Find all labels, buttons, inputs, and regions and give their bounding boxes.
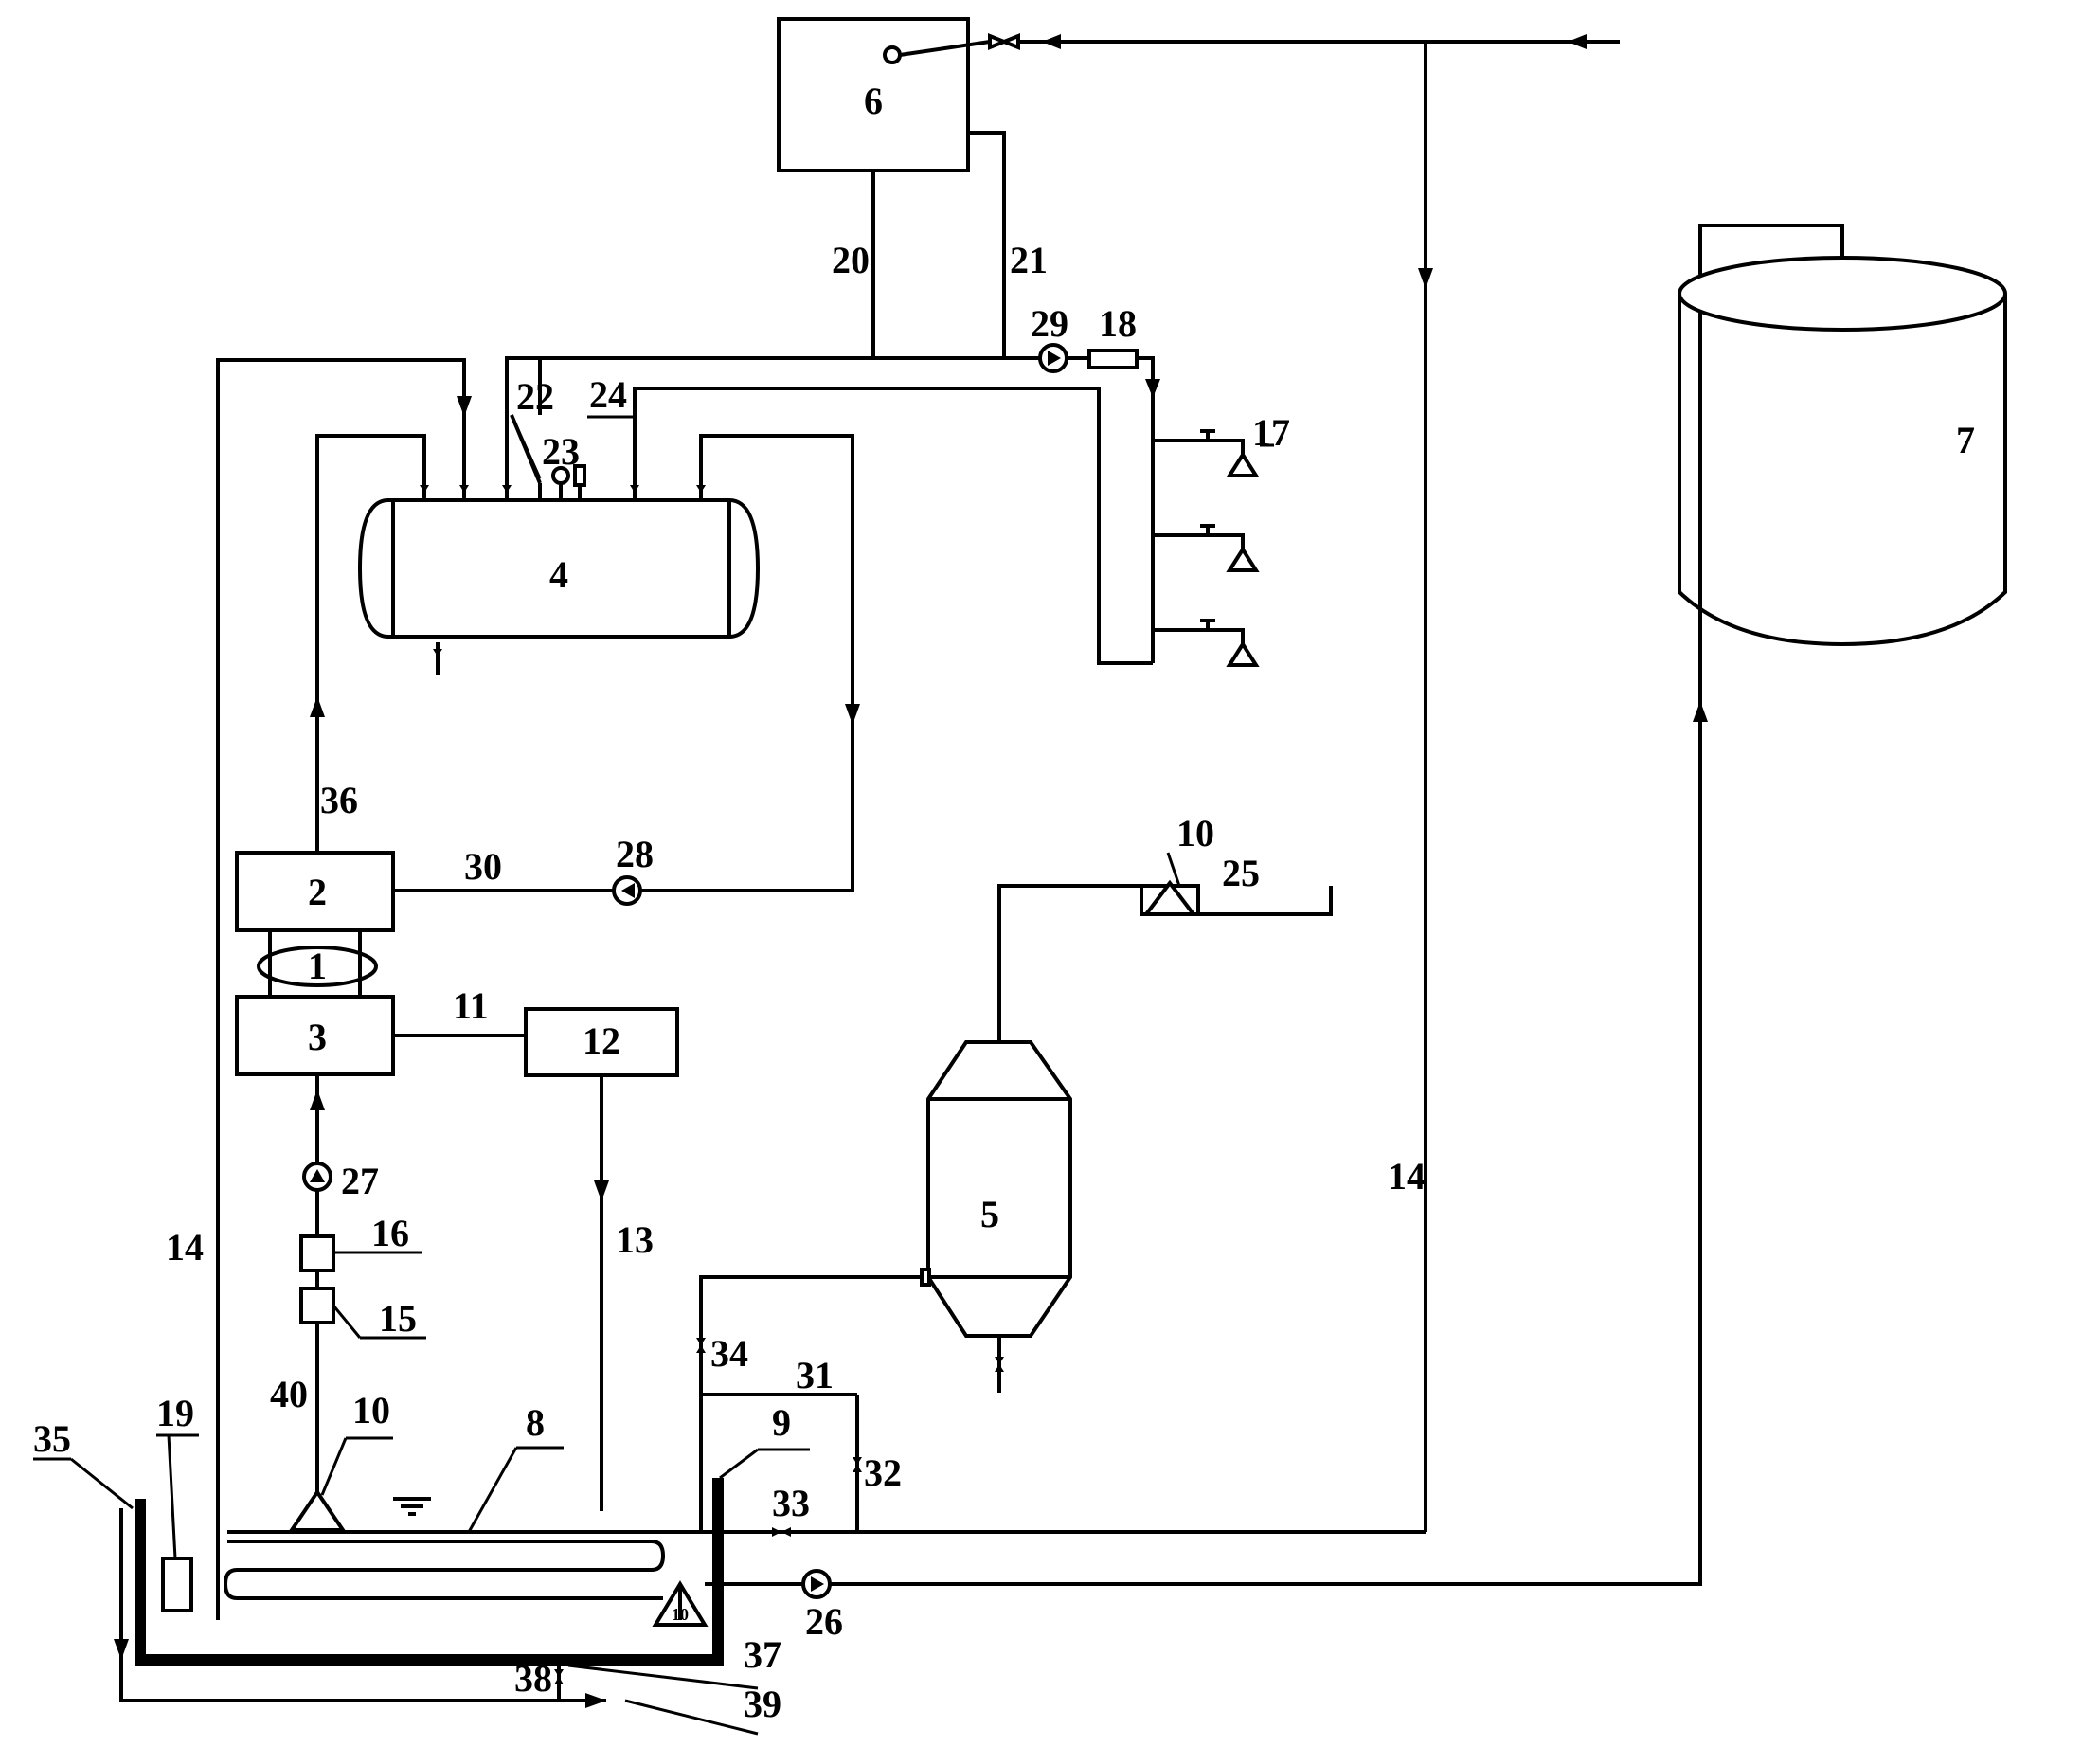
- intake-10-top-icon: [1141, 879, 1198, 916]
- label-26: 26: [805, 1600, 843, 1643]
- unit-12-box: [524, 1007, 679, 1077]
- label-32: 32: [864, 1451, 902, 1494]
- pipe-21: [968, 131, 1006, 358]
- label-14-left: 14: [166, 1226, 204, 1269]
- gauge-23-icon: [551, 466, 570, 485]
- pool-wall: [135, 1478, 724, 1666]
- unit-2-box: [235, 851, 395, 932]
- label-15: 15: [379, 1297, 417, 1340]
- sprinkler-branch-2: [1153, 524, 1260, 572]
- valve-markers-tank-4: [420, 485, 706, 657]
- sensor-24-icon: [573, 464, 586, 487]
- label-13: 13: [616, 1218, 654, 1261]
- label-34: 34: [710, 1332, 748, 1375]
- label-31: 31: [796, 1354, 834, 1396]
- label-38: 38: [514, 1657, 552, 1700]
- label-4: 4: [549, 553, 568, 596]
- device-15-box: [299, 1287, 335, 1324]
- pump-29-icon: [1038, 343, 1068, 373]
- label-29: 29: [1031, 302, 1068, 345]
- pump-28-icon: [612, 875, 642, 906]
- label-24: 24: [589, 373, 627, 416]
- filter-18-box: [1087, 349, 1139, 369]
- label-10-top: 10: [1176, 812, 1214, 855]
- unit-1-coupling: [257, 946, 378, 987]
- unit-3-box: [235, 995, 395, 1076]
- pool-coil: [223, 1540, 666, 1600]
- label-8: 8: [526, 1401, 545, 1444]
- label-39: 39: [744, 1683, 781, 1725]
- valve-34-icon: [696, 1338, 706, 1353]
- label-22: 22: [516, 375, 554, 418]
- label-3: 3: [308, 1016, 327, 1058]
- label-37: 37: [744, 1633, 781, 1676]
- label-18: 18: [1099, 302, 1137, 345]
- label-27: 27: [341, 1160, 379, 1202]
- valve-38-icon: [554, 1669, 564, 1684]
- pipe-to-tank-7: [830, 224, 1844, 1586]
- label-17: 17: [1252, 411, 1290, 454]
- label-19: 19: [156, 1392, 194, 1434]
- pipe-25: [1198, 886, 1333, 916]
- label-5: 5: [980, 1193, 999, 1235]
- label-30: 30: [464, 845, 502, 888]
- label-28: 28: [616, 833, 654, 875]
- label-9: 9: [772, 1401, 791, 1444]
- device-19-box: [161, 1557, 193, 1612]
- header-line: [505, 356, 1042, 497]
- pipe-return: [639, 434, 854, 892]
- label-11: 11: [453, 984, 489, 1027]
- label-36: 36: [320, 779, 358, 821]
- intake-10-icon: [288, 1488, 347, 1532]
- label-25: 25: [1222, 852, 1260, 894]
- label-1: 1: [308, 945, 327, 987]
- sprinkler-branch-3: [1153, 619, 1260, 667]
- label-35: 35: [33, 1417, 71, 1460]
- label-20: 20: [832, 239, 870, 281]
- label-16: 16: [371, 1212, 409, 1254]
- valve-5-bottom-icon: [995, 1357, 1004, 1372]
- valve-32-icon: [853, 1457, 862, 1472]
- label-21: 21: [1010, 239, 1048, 281]
- label-6: 6: [864, 80, 883, 122]
- vessel-5: [926, 1040, 1072, 1338]
- labels: 6 20 21 29 18 22 24 23 17 4 7 36 30 28 1…: [33, 80, 1975, 1725]
- pipe-36: [315, 434, 426, 853]
- tank-7: [1678, 256, 2007, 647]
- pump-27-icon: [302, 1162, 332, 1192]
- label-2: 2: [308, 871, 327, 913]
- pipe-5-top: [997, 884, 1141, 1042]
- device-16-box: [299, 1234, 335, 1272]
- water-level-icon: [393, 1497, 431, 1516]
- pipe-35: [119, 1508, 606, 1702]
- label-23: 23: [542, 430, 580, 473]
- leader-lines: [33, 414, 1274, 1736]
- label-14-right: 14: [1388, 1155, 1426, 1198]
- label-10-left: 10: [352, 1389, 390, 1432]
- label-40: 40: [270, 1373, 308, 1415]
- pipe-14-left: [216, 358, 466, 1620]
- valve-33-icon: [772, 1527, 791, 1537]
- inlet-valve-icon: [988, 33, 1020, 50]
- label-12: 12: [583, 1019, 620, 1062]
- label-33: 33: [772, 1482, 810, 1524]
- label-10-pool: 10: [672, 1605, 689, 1624]
- sprinkler-branch-1: [1153, 429, 1260, 477]
- pipe-34: [699, 1275, 924, 1530]
- pipe-24: [633, 387, 1153, 665]
- pump-26-icon: [801, 1569, 832, 1599]
- unit-6-box: [777, 17, 970, 172]
- label-7: 7: [1956, 419, 1975, 461]
